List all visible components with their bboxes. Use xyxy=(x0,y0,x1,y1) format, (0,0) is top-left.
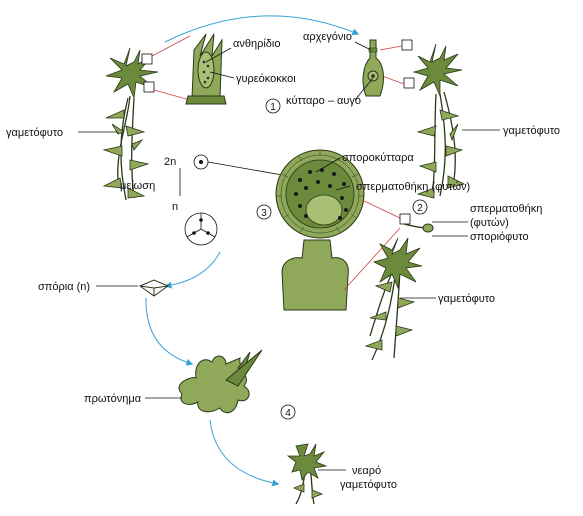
label-2n: 2n xyxy=(164,156,176,168)
label-gametophyte-left: γαμετόφυτο xyxy=(6,127,63,139)
leader-lines xyxy=(78,41,500,471)
spore-shape xyxy=(138,279,170,297)
label-gametophyte-right-top: γαμετόφυτο xyxy=(503,125,560,137)
antheridium-detail xyxy=(185,33,227,105)
archegonium-detail xyxy=(362,39,384,97)
step-markers: 1 2 3 4 xyxy=(256,98,428,420)
gametophyte-right-bottom xyxy=(364,223,434,361)
label-young-a: νεαρό xyxy=(352,465,381,477)
label-sporangium-b: (φυτών) xyxy=(470,217,509,229)
step-4: 4 xyxy=(285,408,291,419)
arrow-protonema-to-young xyxy=(209,419,280,487)
callouts-right xyxy=(379,39,415,89)
cycle-arrows xyxy=(145,15,360,487)
gametophyte-left xyxy=(102,47,159,201)
label-archegonium: αρχεγόνιο xyxy=(303,31,352,43)
label-sporangium-section: σπερματοθήκη (φυτών) xyxy=(356,181,470,193)
label-spores: σπόρια (n) xyxy=(38,281,90,293)
label-gametophyte-right-bottom: γαμετόφυτο xyxy=(438,293,495,305)
arrow-sperm-to-archegonium xyxy=(164,15,360,43)
label-n: n xyxy=(172,201,178,213)
step-3: 3 xyxy=(261,208,267,219)
step-2: 2 xyxy=(417,203,423,214)
label-antheridium: ανθηρίδιο xyxy=(233,38,280,50)
arrow-spores-to-protonema xyxy=(145,297,194,366)
label-meiosis: μείωση xyxy=(120,180,155,192)
label-egg-cell: κύτταρο – αυγό xyxy=(286,95,361,107)
gametophyte-right-top xyxy=(412,43,466,199)
capsule-section xyxy=(275,149,365,311)
label-young-b: γαμετόφυτο xyxy=(340,479,397,491)
meiosis-cells xyxy=(179,154,289,246)
label-sporangium-a: σπερματοθήκη xyxy=(470,203,542,215)
label-sporocytes: σποροκύτταρα xyxy=(342,152,414,164)
label-protonema: πρωτόνημα xyxy=(84,393,142,405)
step-1: 1 xyxy=(270,102,276,113)
arrow-to-spores xyxy=(164,251,221,289)
capsule-callout xyxy=(343,199,411,291)
protonema-shape xyxy=(178,349,263,414)
labels: ανθηρίδιο γυρεόκοκκοι αρχεγόνιο κύτταρο … xyxy=(6,31,560,491)
label-sperm: γυρεόκοκκοι xyxy=(236,73,296,85)
label-sporophyte: σποριόφυτο xyxy=(470,231,529,243)
callouts-left xyxy=(141,35,191,101)
young-gametophyte xyxy=(286,443,328,505)
